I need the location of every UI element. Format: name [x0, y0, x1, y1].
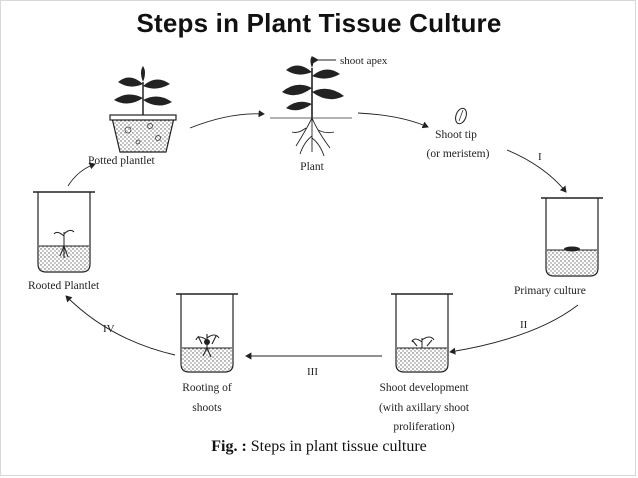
shoot-development-tube	[391, 293, 453, 373]
page-title: Steps in Plant Tissue Culture	[136, 8, 502, 38]
primary-culture-tube	[541, 197, 603, 277]
figure-caption: Fig. : Steps in plant tissue culture	[0, 438, 638, 456]
arrow-potted-to-plant	[189, 110, 265, 129]
arrow-step-4	[65, 295, 176, 356]
arrow-plant-to-shoot-tip	[357, 112, 429, 129]
step-2-label: II	[520, 319, 528, 331]
rooted-plantlet-label: Rooted Plantlet	[28, 280, 100, 292]
shoot-development-label-line3: proliferation)	[393, 421, 455, 433]
step-3-label: III	[307, 366, 318, 378]
meristem-label: (or meristem)	[426, 148, 490, 160]
shoot-apex-label: shoot apex	[340, 55, 388, 67]
step-4-label: IV	[103, 323, 115, 335]
potted-plantlet-illustration	[109, 66, 177, 153]
figure-caption-text: Steps in plant tissue culture	[246, 438, 427, 455]
shoot-tip-label: Shoot tip	[435, 129, 477, 141]
rooted-plantlet-tube	[33, 191, 95, 273]
rooting-of-shoots-tube	[176, 293, 238, 373]
rooting-of-shoots-label-line1: Rooting of	[182, 382, 232, 394]
rooting-of-shoots-label-line2: shoots	[192, 402, 222, 414]
shoot-development-label-line2: (with axillary shoot	[378, 402, 470, 414]
figure-caption-prefix: Fig. :	[211, 438, 247, 455]
plant-label: Plant	[300, 161, 324, 173]
shoot-tip-illustration	[455, 107, 467, 125]
step-1-label: I	[538, 151, 542, 163]
arrow-rooted-to-potted	[67, 162, 96, 187]
arrow-step-2	[449, 304, 579, 355]
shoot-development-label-line1: Shoot development	[379, 382, 469, 394]
plant-illustration	[270, 56, 352, 157]
primary-culture-label: Primary culture	[514, 285, 586, 297]
arrow-step-1	[506, 149, 567, 193]
potted-plantlet-label: Potted plantlet	[88, 155, 155, 167]
